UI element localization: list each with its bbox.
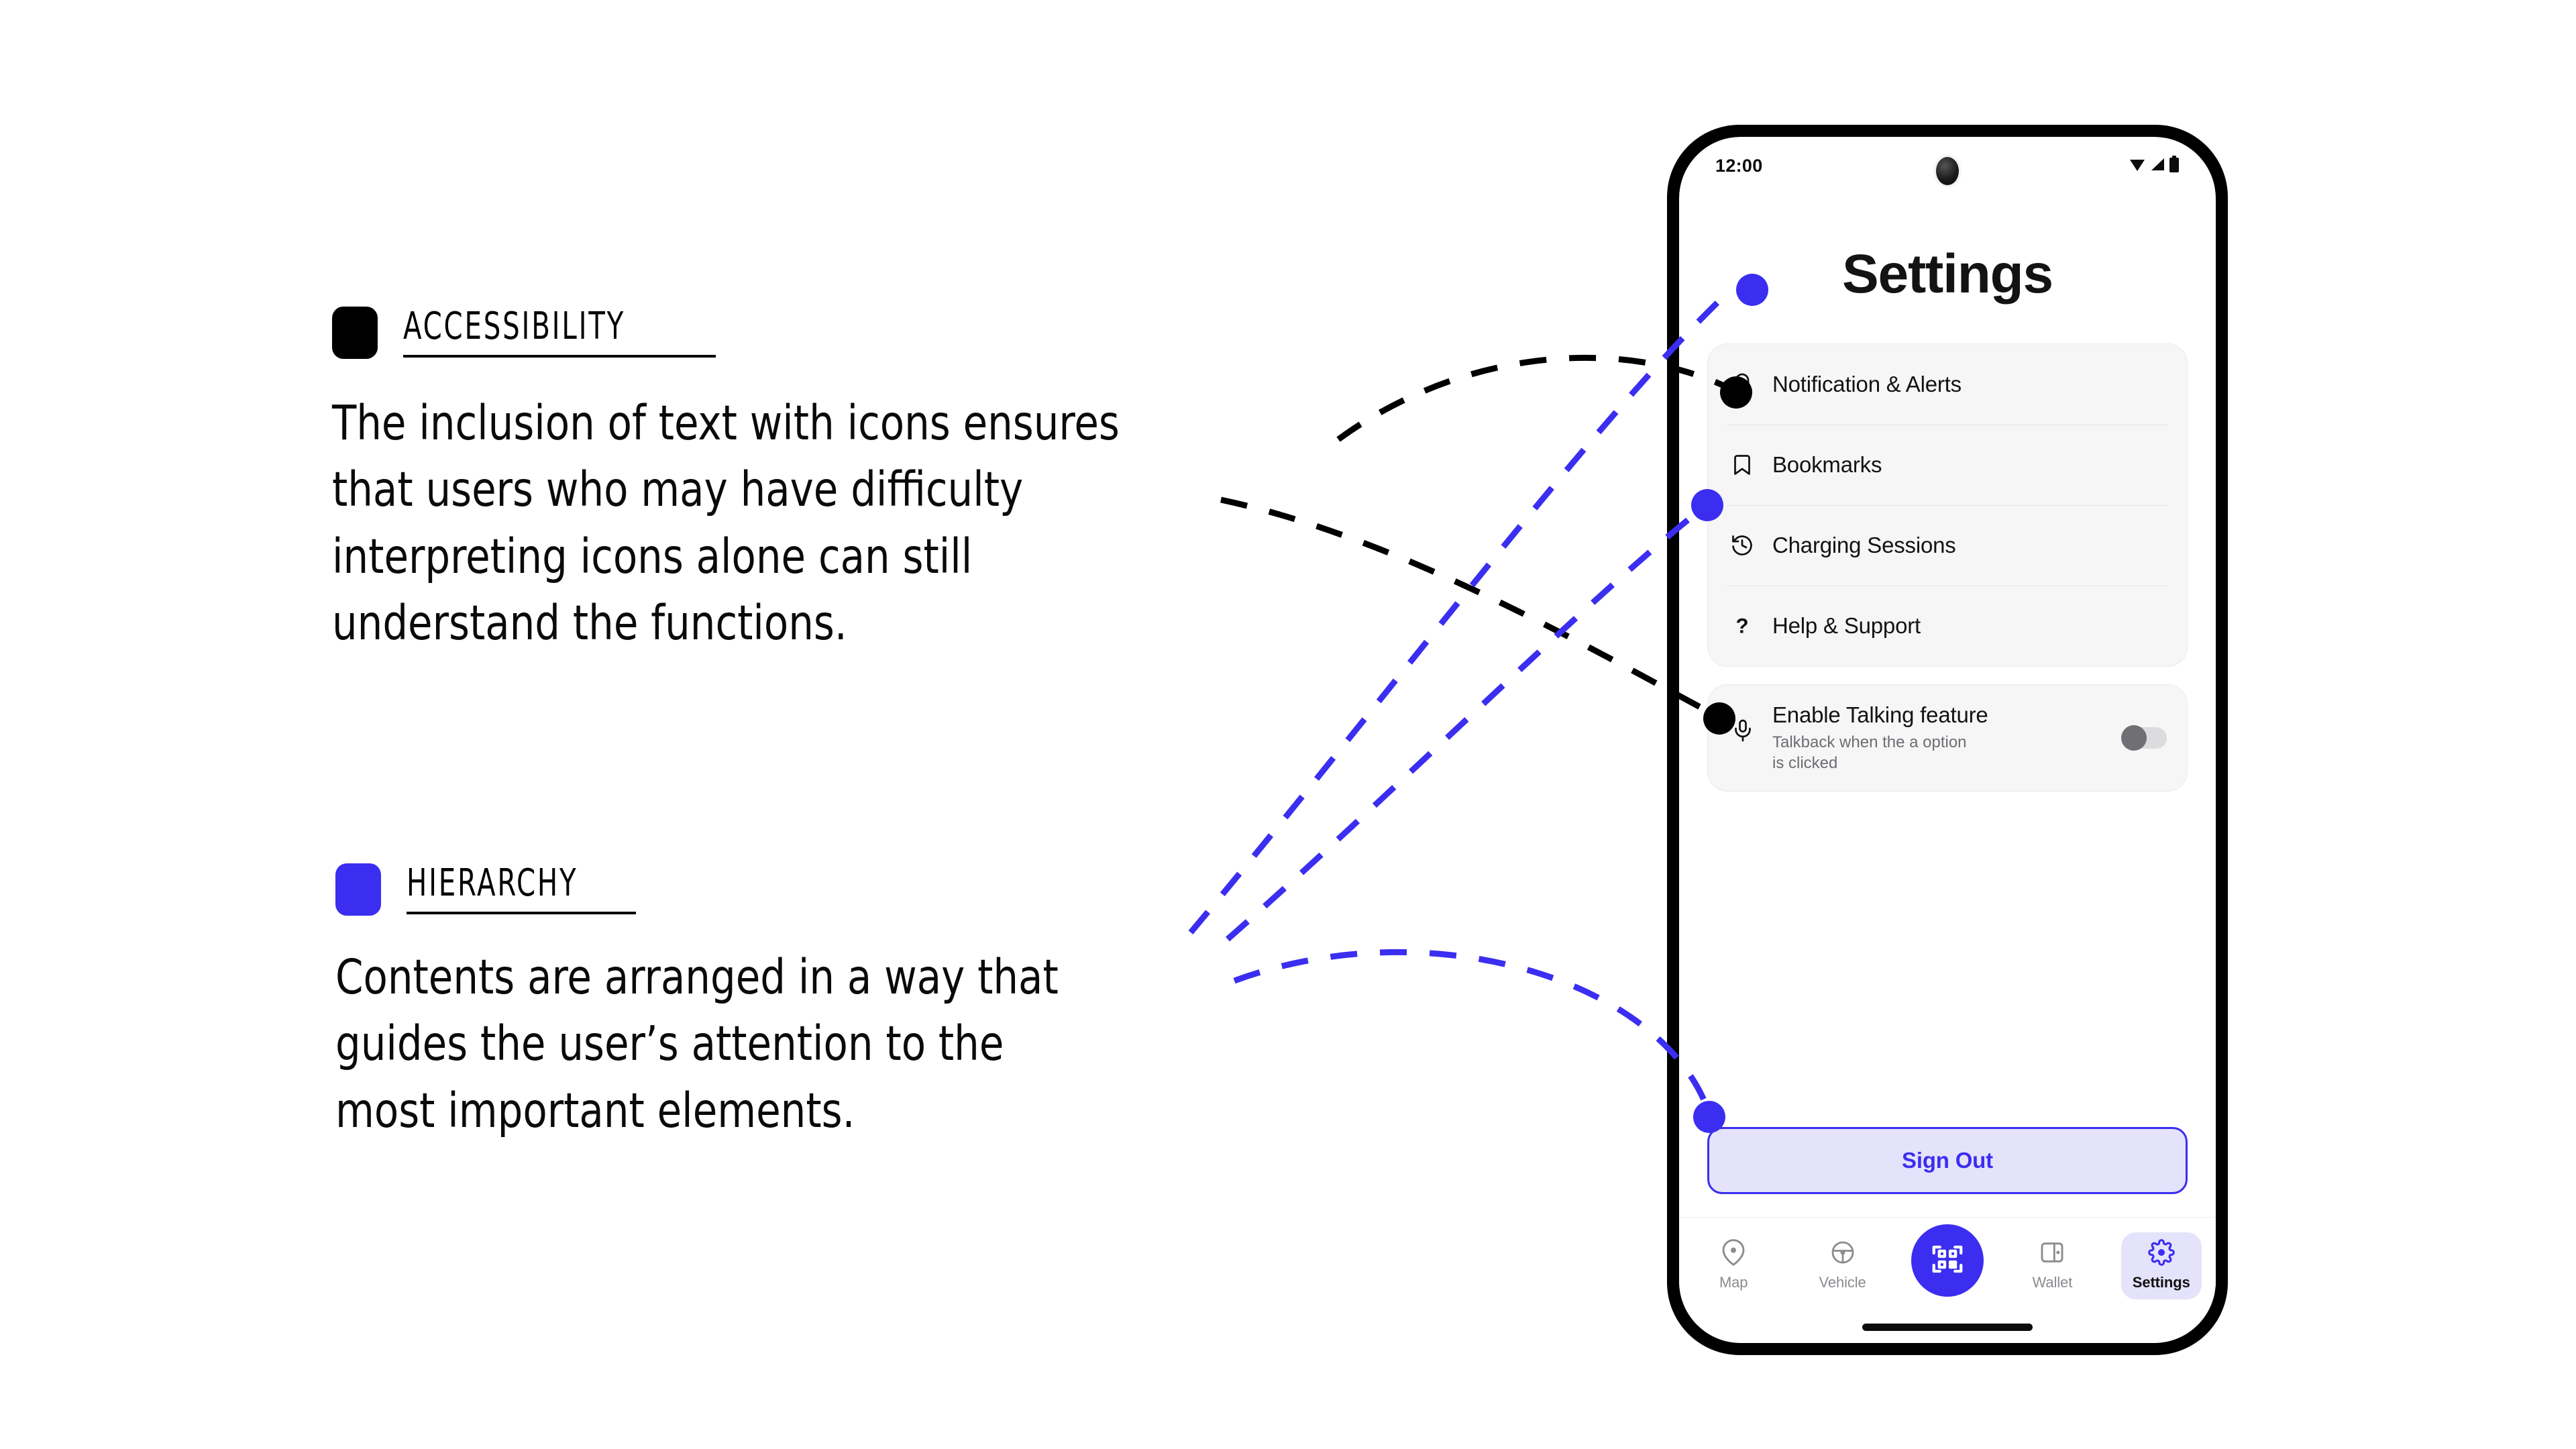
nav-item-label: Settings <box>2132 1274 2190 1291</box>
wifi-icon <box>2129 156 2146 176</box>
talking-feature-toggle[interactable] <box>2121 725 2167 751</box>
svg-text:?: ? <box>1735 614 1748 638</box>
camera-punch-hole-icon <box>1936 157 1959 185</box>
nav-item-map[interactable]: Map <box>1693 1232 1774 1299</box>
list-item-help-support[interactable]: ? Help & Support <box>1708 586 2187 666</box>
list-item-charging-sessions[interactable]: Charging Sessions <box>1708 505 2187 586</box>
question-mark-icon: ? <box>1728 612 1756 640</box>
nav-item-settings[interactable]: Settings <box>2121 1232 2202 1299</box>
map-pin-icon <box>1720 1239 1747 1269</box>
phone-mockup: 12:00 <box>1668 126 2226 1354</box>
bookmark-icon <box>1728 451 1756 479</box>
talking-feature-card[interactable]: Enable Talking feature Talkback when the… <box>1707 684 2188 792</box>
annotation-underline <box>407 912 636 914</box>
cellular-signal-icon <box>2149 156 2165 176</box>
list-item-notification-alerts[interactable]: Notification & Alerts <box>1708 344 2187 425</box>
phone-screen: 12:00 <box>1679 137 2216 1343</box>
list-item-bookmarks[interactable]: Bookmarks <box>1708 425 2187 505</box>
sign-out-button[interactable]: Sign Out <box>1707 1127 2188 1194</box>
status-bar: 12:00 <box>1679 137 2216 195</box>
list-item-label: Notification & Alerts <box>1772 372 1962 396</box>
list-item-label: Bookmarks <box>1772 452 1882 477</box>
nav-item-vehicle[interactable]: Vehicle <box>1803 1232 1883 1299</box>
annotation-hierarchy: HIERARCHY Contents are arranged in a way… <box>335 862 1422 1144</box>
settings-list-card: Notification & Alerts Bookmarks <box>1707 343 2188 667</box>
qr-scan-icon <box>1929 1241 1966 1281</box>
annotation-title: ACCESSIBILITY <box>403 305 626 348</box>
annotation-header: HIERARCHY <box>335 862 1422 916</box>
annotation-swatch-blue <box>335 863 381 916</box>
home-indicator <box>1862 1324 2033 1331</box>
annotation-accessibility: ACCESSIBILITY The inclusion of text with… <box>332 305 1419 657</box>
list-item-label: Help & Support <box>1772 613 1921 638</box>
annotation-title-wrap: ACCESSIBILITY <box>403 305 716 358</box>
annotation-underline <box>403 355 716 358</box>
toggle-knob <box>2121 725 2147 751</box>
nav-item-label: Map <box>1719 1274 1748 1291</box>
sign-out-label: Sign Out <box>1902 1148 1993 1173</box>
talking-feature-title: Enable Talking feature <box>1772 702 1988 727</box>
annotation-body-text: Contents are arranged in a way that guid… <box>335 949 1059 1138</box>
qr-scan-fab-button[interactable] <box>1911 1224 1984 1297</box>
page-title: Settings <box>1842 244 2053 305</box>
battery-icon <box>2169 155 2180 176</box>
annotation-body-text: The inclusion of text with icons ensures… <box>332 395 1120 651</box>
wallet-icon <box>2039 1239 2065 1269</box>
microphone-icon <box>1728 713 1758 748</box>
annotation-swatch-black <box>332 307 378 359</box>
annotation-title: HIERARCHY <box>407 861 578 905</box>
status-icons <box>2129 155 2180 176</box>
annotation-header: ACCESSIBILITY <box>332 305 1419 359</box>
nav-item-wallet[interactable]: Wallet <box>2012 1232 2092 1299</box>
gear-icon <box>2147 1239 2175 1269</box>
history-icon <box>1728 531 1756 559</box>
annotation-title-wrap: HIERARCHY <box>407 862 636 914</box>
bell-icon <box>1728 370 1756 398</box>
nav-item-label: Vehicle <box>1819 1274 1866 1291</box>
bottom-navigation-bar: Map Vehicle <box>1679 1217 2216 1343</box>
talking-feature-texts: Enable Talking feature Talkback when the… <box>1772 702 2106 773</box>
talking-feature-subtitle: Talkback when the a option is clicked <box>1772 733 1967 773</box>
steering-wheel-icon <box>1829 1239 1856 1269</box>
list-item-label: Charging Sessions <box>1772 533 1956 557</box>
nav-item-label: Wallet <box>2032 1274 2073 1291</box>
status-time: 12:00 <box>1715 155 1763 176</box>
